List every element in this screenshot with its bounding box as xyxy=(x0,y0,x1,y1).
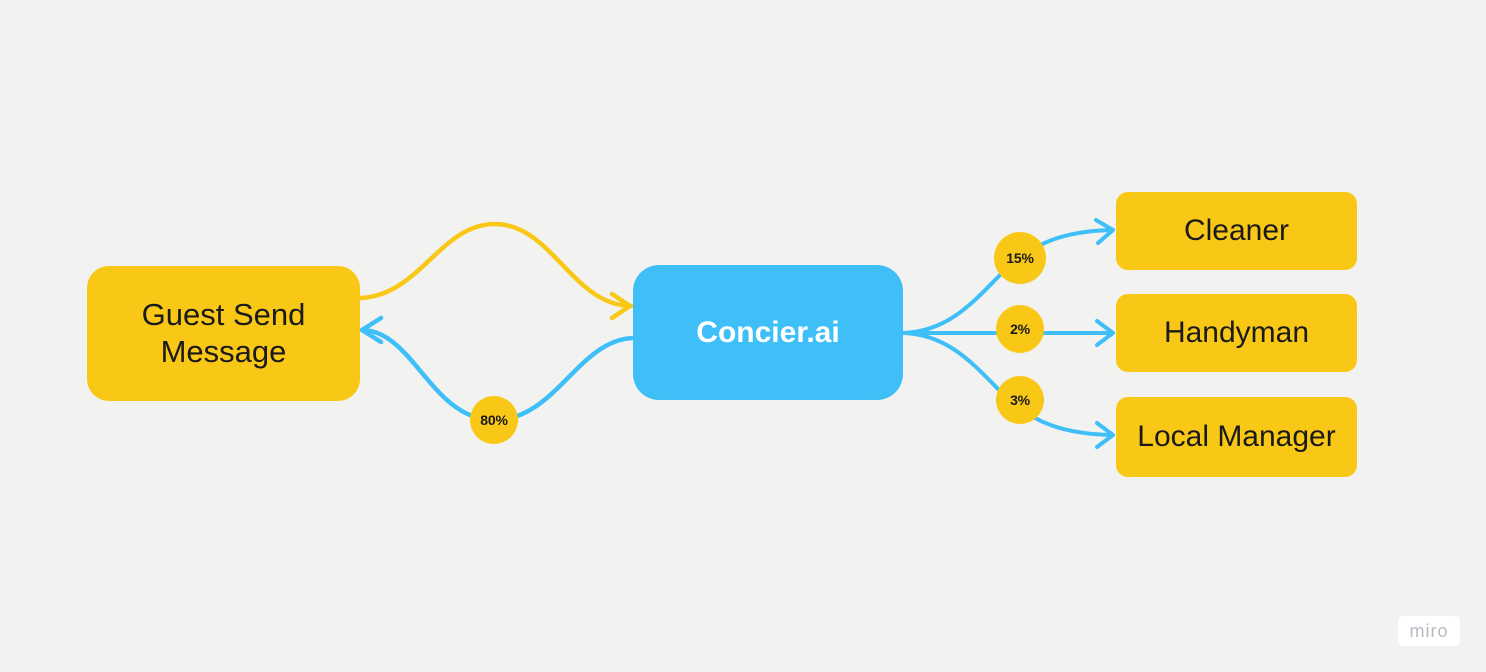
node-guest-send-message-label: Guest Send Message xyxy=(142,297,306,370)
miro-watermark-label: miro xyxy=(1409,620,1449,641)
node-local-manager[interactable]: Local Manager xyxy=(1116,397,1357,477)
edge-concierai-to-cleaner-arrowhead xyxy=(1094,218,1115,245)
node-handyman-label: Handyman xyxy=(1163,316,1310,350)
node-cleaner[interactable]: Cleaner xyxy=(1116,192,1357,270)
node-concierai-label: Concier.ai xyxy=(696,315,840,349)
edge-badge-cleaner-label: 15% xyxy=(1006,250,1034,266)
edge-concierai-to-handyman-arrowhead xyxy=(1095,319,1115,347)
node-guest-label-line1: Guest Send xyxy=(141,296,306,332)
edge-badge-cleaner[interactable]: 15% xyxy=(994,232,1046,284)
edge-badge-guest-loop-label: 80% xyxy=(480,412,508,428)
node-guest-label-line2: Message xyxy=(160,333,287,369)
node-handyman[interactable]: Handyman xyxy=(1116,294,1357,372)
node-concierai[interactable]: Concier.ai xyxy=(633,265,903,400)
edge-badge-guest-loop[interactable]: 80% xyxy=(470,396,518,444)
edge-badge-local-manager[interactable]: 3% xyxy=(996,376,1044,424)
edge-guest-to-concierai xyxy=(357,221,634,309)
miro-watermark: miro xyxy=(1398,616,1460,646)
node-cleaner-label: Cleaner xyxy=(1183,214,1290,248)
edge-guest-to-concierai-arrowhead xyxy=(609,291,633,321)
edge-concierai-to-local-manager-arrowhead xyxy=(1095,421,1115,449)
node-local-manager-label: Local Manager xyxy=(1137,420,1336,454)
edge-concierai-to-guest-arrowhead xyxy=(359,315,384,345)
edge-badge-local-manager-label: 3% xyxy=(1010,392,1030,408)
edge-badge-handyman-label: 2% xyxy=(1010,321,1030,337)
edge-badge-handyman[interactable]: 2% xyxy=(996,305,1044,353)
node-guest-send-message[interactable]: Guest Send Message xyxy=(87,266,360,401)
